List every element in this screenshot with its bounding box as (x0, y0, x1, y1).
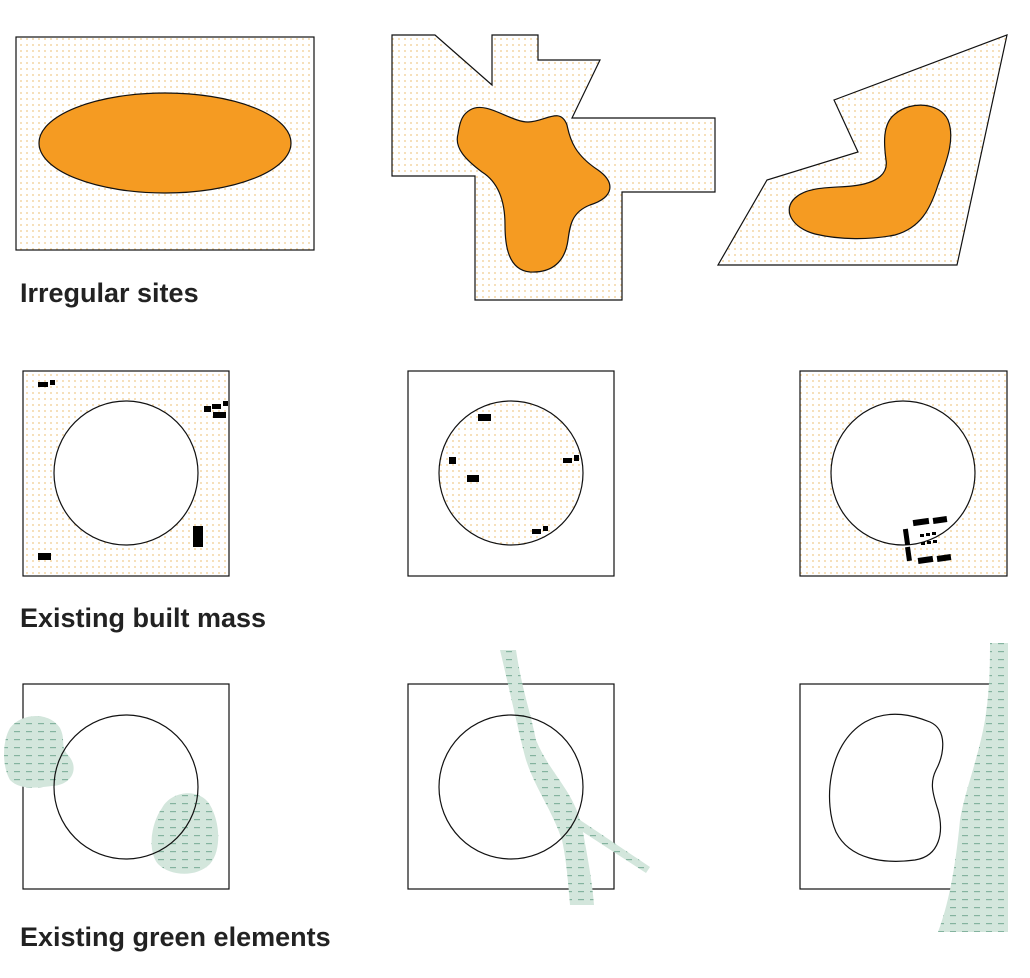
building-blocks (449, 414, 579, 534)
building-cluster (902, 516, 952, 564)
built-mass-site-3 (799, 370, 1008, 577)
caption-existing-green-elements: Existing green elements (20, 922, 331, 952)
orange-zone (456, 106, 611, 273)
green-site-2 (407, 650, 650, 905)
caption-irregular-sites: Irregular sites (20, 278, 199, 308)
green-site-1 (4, 683, 230, 890)
building-blocks (38, 380, 228, 560)
study-circle (438, 714, 584, 860)
irregular-site-1 (15, 36, 315, 251)
study-circle (53, 714, 199, 860)
irregular-site-2 (391, 34, 716, 301)
orange-zone (788, 104, 952, 240)
study-circle (438, 400, 584, 546)
orange-zone (38, 92, 292, 194)
built-mass-site-2 (407, 370, 615, 577)
study-boundary (828, 713, 944, 862)
irregular-site-3 (716, 34, 1008, 266)
study-circle (53, 400, 199, 546)
built-mass-site-1 (22, 370, 230, 577)
caption-existing-built-mass: Existing built mass (20, 603, 267, 633)
study-circle (830, 400, 976, 546)
green-site-3 (799, 643, 1008, 932)
